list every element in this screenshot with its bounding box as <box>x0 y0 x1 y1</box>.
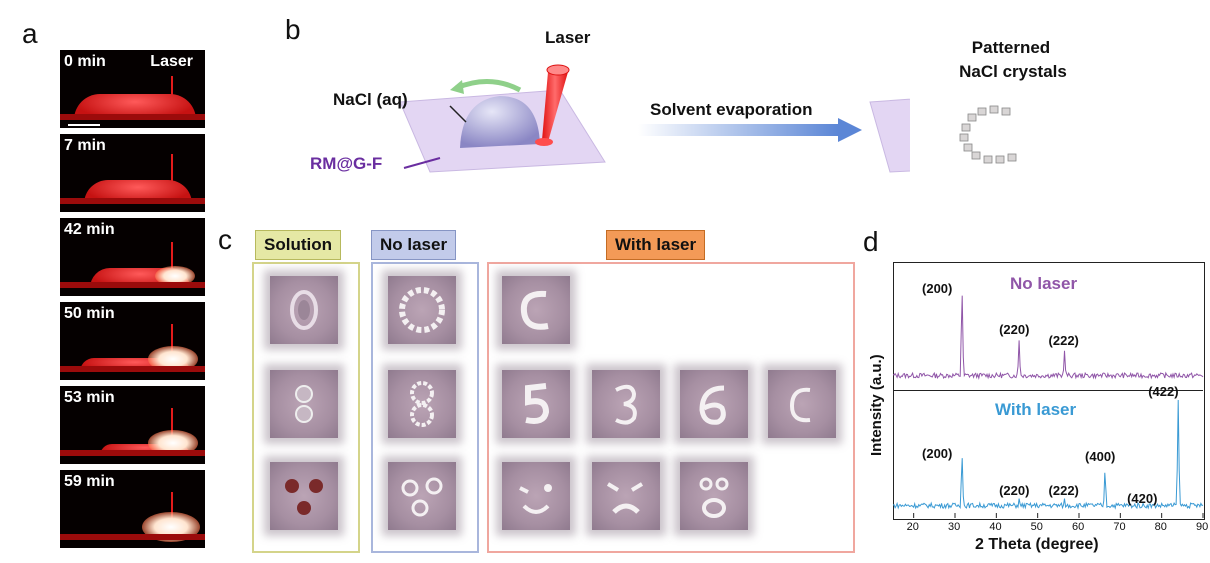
substrate <box>60 366 205 372</box>
with-laser-tile-sad <box>592 462 660 530</box>
peak-label: (222) <box>1048 482 1079 498</box>
peak-label: (200) <box>922 281 953 297</box>
no-laser-tile-face <box>388 462 456 530</box>
laser-head <box>546 64 570 76</box>
panel-label-c: c <box>218 224 232 255</box>
substrate <box>60 450 205 456</box>
solution-tile-eight <box>270 370 338 438</box>
frame-0min: 0 min Laser <box>60 50 205 128</box>
series-label-no-laser: No laser <box>1010 274 1078 293</box>
frame-laser-label: Laser <box>150 53 193 70</box>
chart-divider <box>893 390 1203 391</box>
flow-arrowhead <box>450 80 464 94</box>
no-laser-tile-eight <box>388 370 456 438</box>
laser-beam <box>171 408 173 436</box>
x-axis-label: 2 Theta (degree) <box>975 536 1099 553</box>
solution-tile-zero <box>270 276 338 344</box>
result-label-line2: NaCl crystals <box>959 62 1067 81</box>
substrate <box>60 282 205 288</box>
frame-59min: 59 min <box>60 470 205 548</box>
substrate-label: RM@G-F <box>310 154 383 173</box>
series-line-1 <box>893 399 1204 510</box>
frame-time: 50 min <box>64 305 115 322</box>
with-laser-tile-5 <box>502 370 570 438</box>
with-laser-box <box>487 262 855 553</box>
with-laser-tile-c2 <box>768 370 836 438</box>
series-line-0 <box>893 295 1204 380</box>
laser-beam <box>171 324 173 354</box>
no-laser-tile-zero <box>388 276 456 344</box>
peak-label: (220) <box>999 482 1030 498</box>
y-axis-label: Intensity (a.u.) <box>868 354 885 456</box>
flow-arrow <box>455 78 522 93</box>
x-tick-label: 50 <box>1030 521 1043 533</box>
with-laser-tile-smile <box>502 462 570 530</box>
frame-53min: 53 min <box>60 386 205 464</box>
frame-42min: 42 min <box>60 218 205 296</box>
schematic-svg <box>399 64 910 173</box>
x-tick-label: 70 <box>1113 521 1126 533</box>
x-tick-label: 20 <box>906 521 919 533</box>
frame-50min: 50 min <box>60 302 205 380</box>
substrate <box>60 534 205 540</box>
with-laser-tile-6 <box>680 370 748 438</box>
nacl-pointer <box>449 105 467 123</box>
peak-label: (400) <box>1085 449 1116 465</box>
series-label-with-laser: With laser <box>995 400 1077 419</box>
frame-time: 42 min <box>64 221 115 238</box>
x-tick-label: 30 <box>948 521 961 533</box>
result-label-line1: Patterned <box>971 38 1051 57</box>
x-tick-label: 90 <box>1196 521 1209 533</box>
substrate <box>60 198 205 204</box>
laser-beam <box>171 76 173 110</box>
no-laser-box <box>371 262 479 553</box>
peak-label: (222) <box>1048 332 1079 348</box>
peak-label: (220) <box>999 322 1030 338</box>
frame-time: 7 min <box>64 137 106 154</box>
with-laser-tile-3 <box>592 370 660 438</box>
x-tick-label: 60 <box>1072 521 1085 533</box>
crystal-pattern <box>959 105 1017 164</box>
panel-label-d: d <box>863 226 879 257</box>
nacl-aq-label: NaCl (aq) <box>333 90 408 109</box>
laser-spot <box>155 266 195 286</box>
with-laser-header: With laser <box>606 230 706 260</box>
laser-beam <box>171 154 173 192</box>
frame-time: 0 min <box>64 53 106 70</box>
x-tick-label: 40 <box>989 521 1002 533</box>
scale-bar <box>68 124 100 126</box>
peak-label: (422) <box>1148 384 1179 399</box>
no-laser-header: No laser <box>371 230 457 260</box>
solution-tile-face <box>270 462 338 530</box>
laser-beam-icon <box>542 72 568 142</box>
laser-beam <box>171 492 173 520</box>
frame-7min: 7 min <box>60 134 205 212</box>
substrate-pointer <box>403 157 441 169</box>
peak-label: (200) <box>922 446 953 462</box>
xrd-chart <box>893 295 1204 518</box>
chart-frame <box>893 262 1205 520</box>
substrate <box>60 114 205 120</box>
panel-label-b: b <box>285 14 301 45</box>
frame-time: 53 min <box>64 389 115 406</box>
process-label: Solvent evaporation <box>650 100 813 119</box>
x-tick-label: 80 <box>1154 521 1167 533</box>
with-laser-tile-surprised <box>680 462 748 530</box>
solution-box <box>252 262 360 553</box>
laser-beam <box>171 242 173 272</box>
peak-label: (420) <box>1127 491 1158 507</box>
process-arrow <box>638 124 838 136</box>
nacl-droplet <box>460 96 540 148</box>
process-arrowhead <box>838 118 862 142</box>
frame-time: 59 min <box>64 473 115 490</box>
panel-label-a: a <box>22 18 38 49</box>
laser-spot <box>535 138 553 146</box>
solution-header: Solution <box>255 230 341 260</box>
laser-label: Laser <box>545 28 591 47</box>
substrate-right <box>869 98 910 173</box>
with-laser-tile-c <box>502 276 570 344</box>
